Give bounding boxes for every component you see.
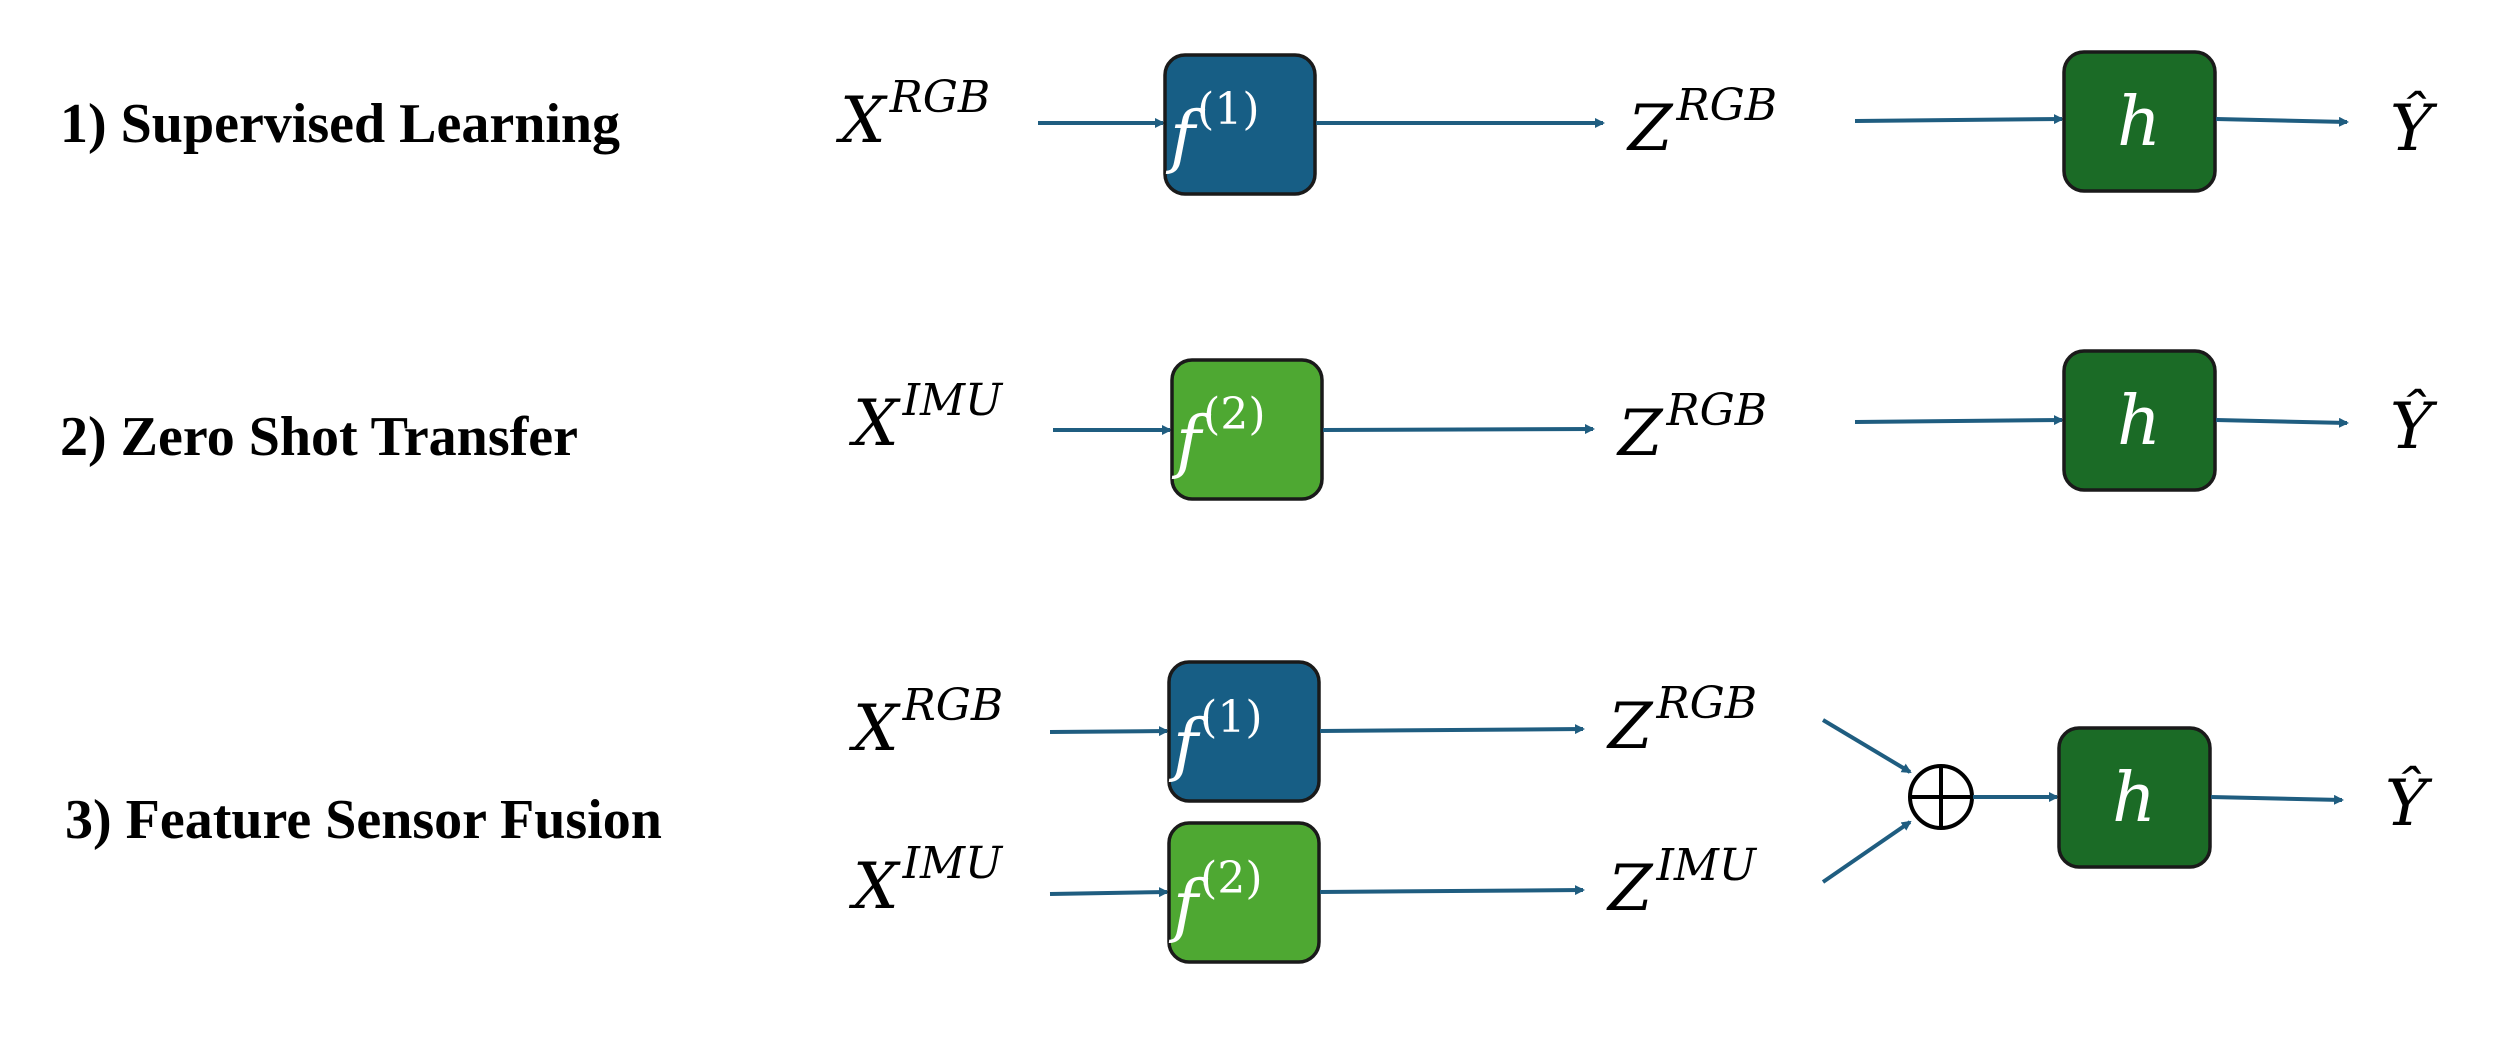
arrow [1854, 114, 2064, 125]
latent-imu-label: ZIMU [1606, 840, 1758, 926]
output-label: Ŷ [2385, 765, 2433, 841]
encoder-imu-box [1170, 358, 1324, 501]
input-label: XRGB [835, 72, 990, 158]
row-heading: 3) Feature Sensor Fusion [65, 789, 662, 851]
input-base: X [848, 692, 901, 766]
head-box [2062, 50, 2217, 193]
arrow [1049, 726, 1169, 737]
input-label: XIMU [848, 375, 1004, 461]
row-heading: 2) Zero Shot Transfer [60, 406, 578, 468]
input-sup: IMU [902, 375, 1004, 426]
output-label: Ŷ [2390, 388, 2438, 464]
encoder-sup: (2) [1200, 853, 1262, 904]
latent-sup: IMU [1655, 840, 1757, 891]
encoder-rgb-box [1163, 53, 1317, 196]
row-feature-sensor-fusion: 3) Feature Sensor Fusion XRGB f(1) ZRGB … [65, 660, 2433, 964]
latent-base: Z [1606, 690, 1654, 764]
output-label: Ŷ [2390, 90, 2438, 166]
encoder-label: f(2) [1168, 853, 1263, 946]
input-base: X [848, 387, 901, 461]
latent-sup: RGB [1665, 385, 1767, 436]
arrow [2210, 794, 2344, 805]
head-label: h [2112, 759, 2156, 838]
latent-rgb-label: ZRGB [1606, 678, 1757, 764]
row-heading: 1) Supervised Learning [60, 93, 620, 155]
arrow [2215, 116, 2349, 127]
latent-label: ZRGB [1616, 385, 1767, 471]
arrow [1821, 718, 1912, 774]
input-sup: IMU [902, 838, 1004, 889]
latent-base: Z [1626, 92, 1674, 166]
encoder-sup: (1) [1200, 692, 1262, 743]
latent-sup: RGB [1675, 80, 1777, 131]
arrow [1821, 820, 1912, 884]
arrow [1854, 415, 2064, 426]
encoder-rgb-box [1167, 660, 1321, 803]
circled-plus-icon [1908, 764, 1974, 830]
input-sup: RGB [902, 680, 1004, 731]
encoder-sup: (2) [1203, 389, 1265, 440]
arrow [1049, 887, 1169, 898]
head-label: h [2117, 382, 2161, 461]
latent-label: ZRGB [1626, 80, 1777, 166]
input-base: X [848, 850, 901, 924]
latent-base: Z [1606, 852, 1654, 926]
arrow [1319, 724, 1585, 735]
row-supervised-learning: 1) Supervised Learning XRGB f(1) ZRGB h … [60, 50, 2438, 196]
input-sup: RGB [889, 72, 991, 123]
encoder-sup: (1) [1197, 84, 1259, 135]
head-box [2057, 726, 2212, 869]
arrow [1319, 885, 1585, 896]
encoder-imu-box [1167, 821, 1321, 964]
input-imu-label: XIMU [848, 838, 1004, 924]
head-label: h [2117, 83, 2161, 162]
latent-base: Z [1616, 397, 1664, 471]
latent-sup: RGB [1655, 678, 1757, 729]
arrow [1322, 424, 1595, 435]
arrow [2215, 417, 2349, 428]
head-box [2062, 349, 2217, 492]
row-zero-shot-transfer: 2) Zero Shot Transfer XIMU f(2) ZRGB h Ŷ [60, 349, 2438, 501]
input-base: X [835, 84, 888, 158]
input-rgb-label: XRGB [848, 680, 1003, 766]
